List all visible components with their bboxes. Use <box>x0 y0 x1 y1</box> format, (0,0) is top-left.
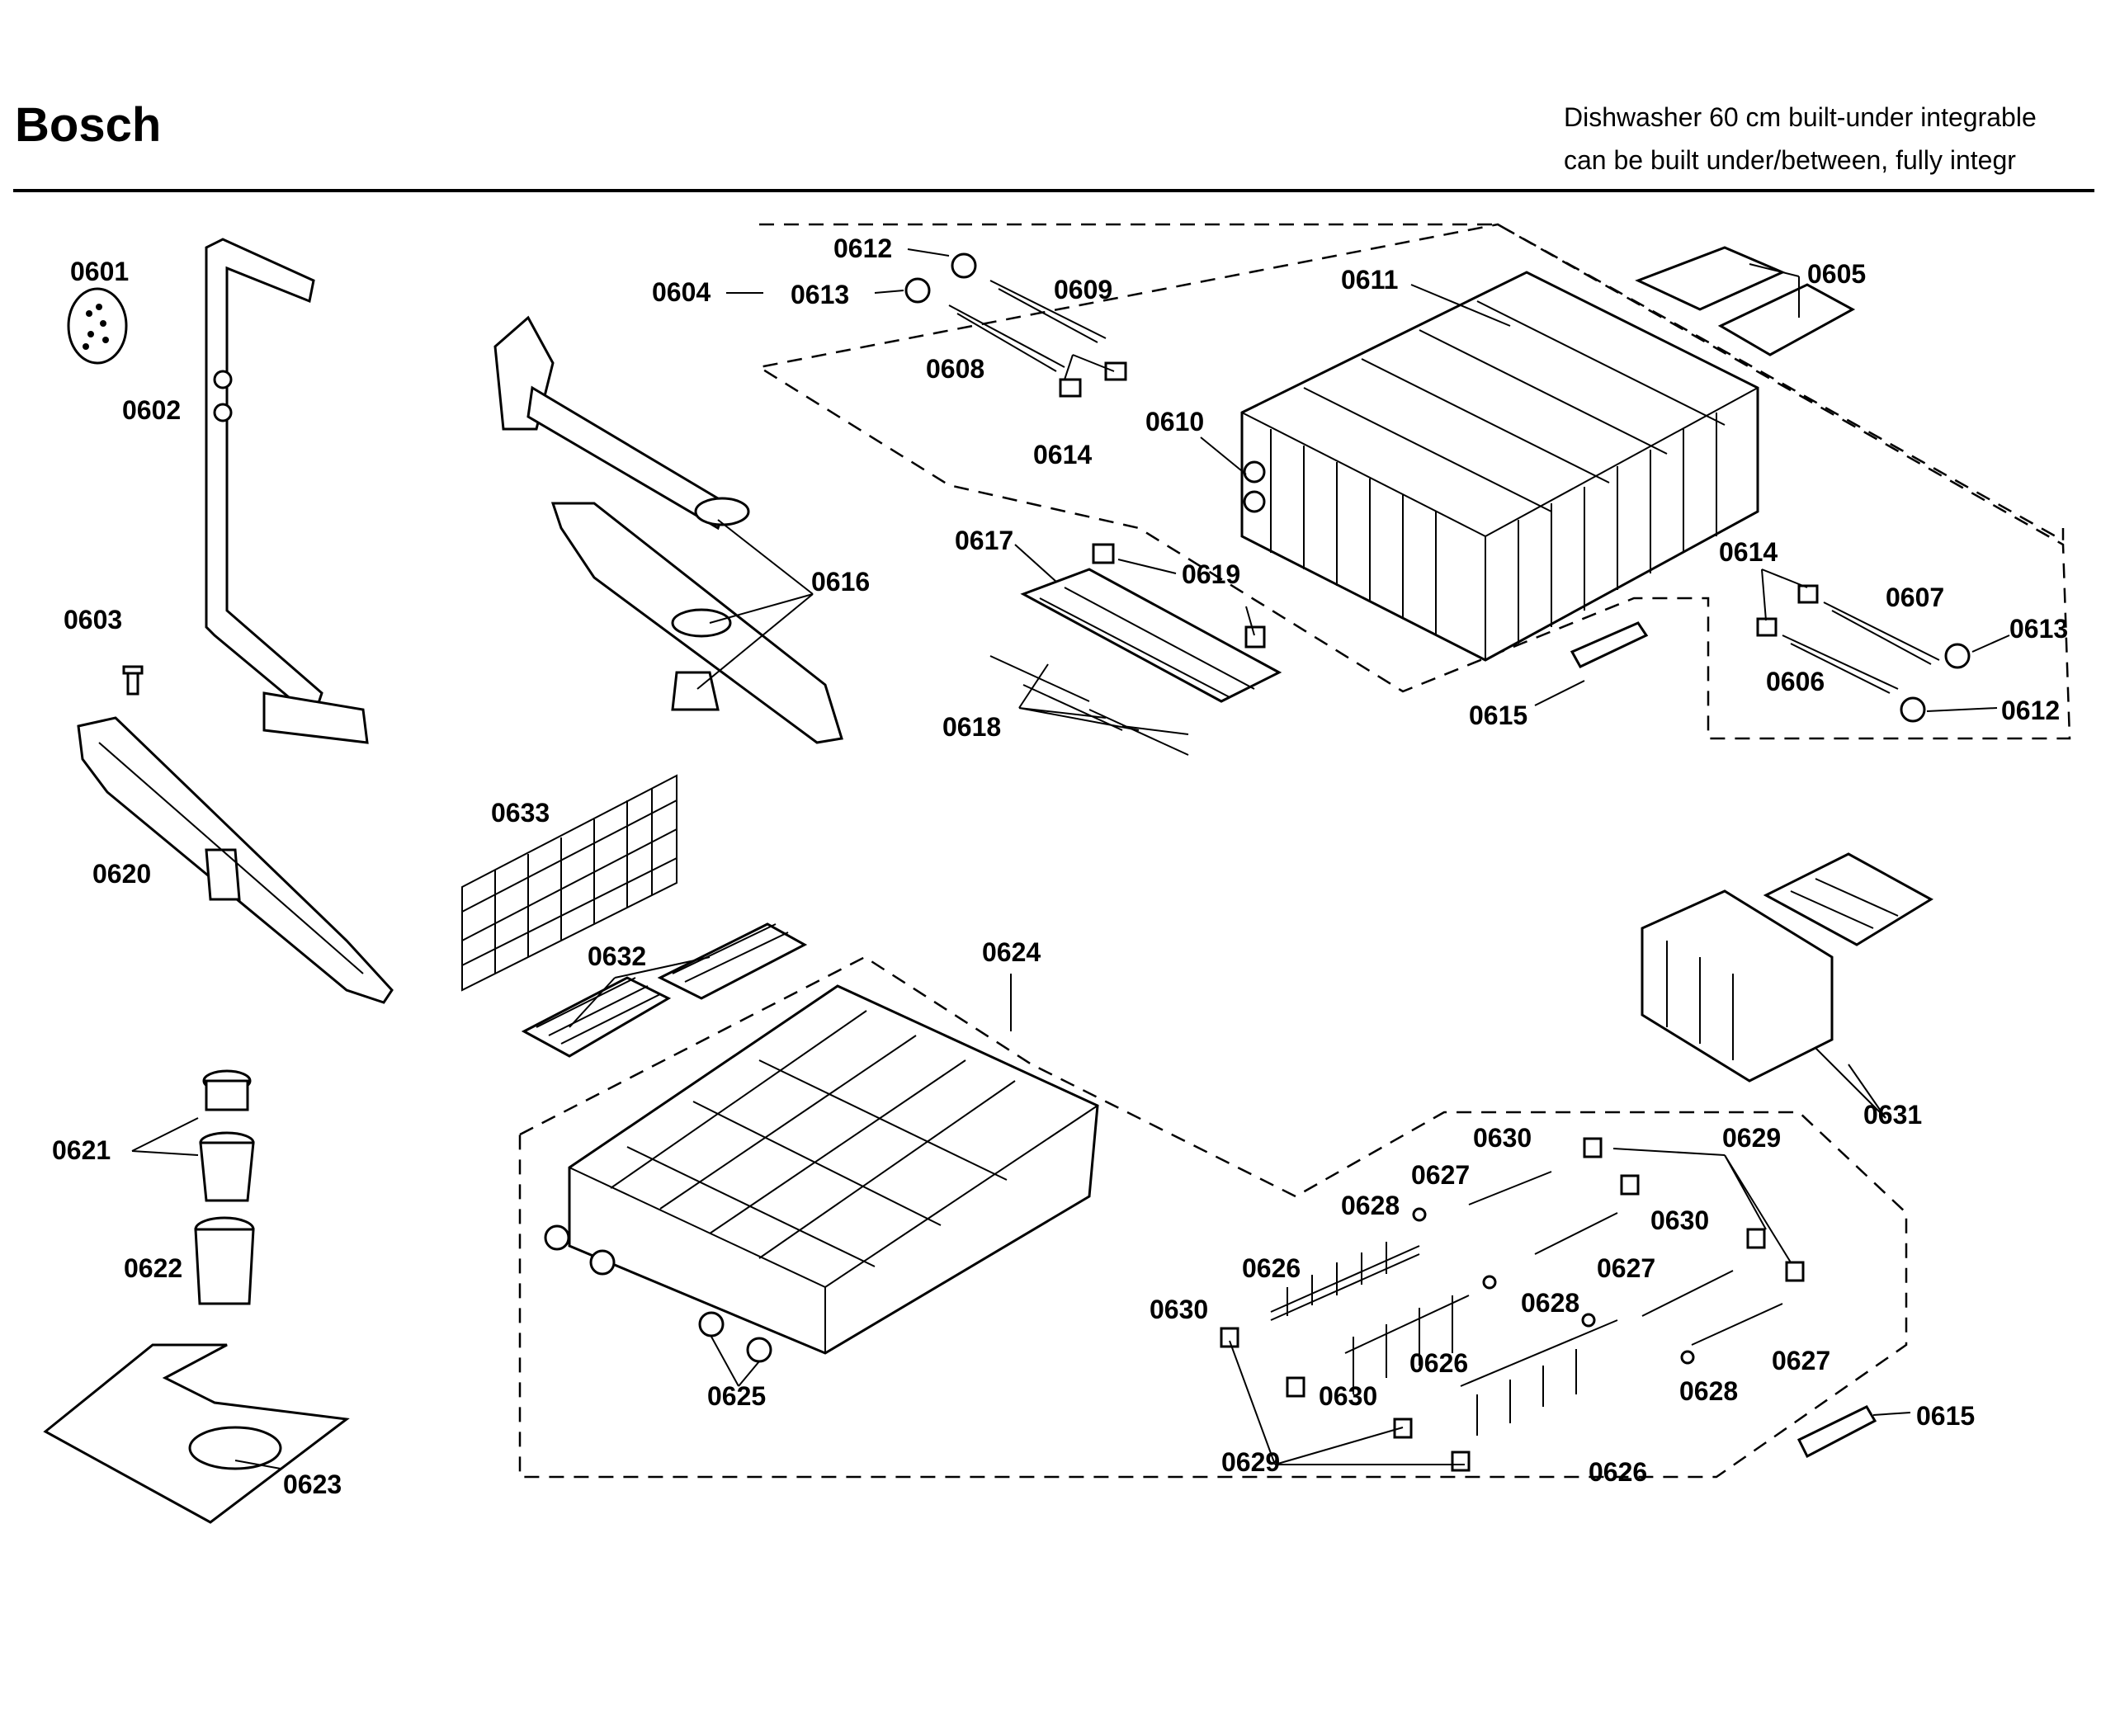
label-0603: 0603 <box>64 605 122 634</box>
part-0617-cup-shelf <box>989 543 1282 756</box>
part-0602-supply-pipe <box>205 238 369 744</box>
label-0630-b: 0630 <box>1650 1205 1709 1235</box>
lower-rack-assembly-outline <box>518 955 1908 1479</box>
part-labels: 0601 0602 0603 0604 0605 0606 0607 0608 … <box>52 234 2068 1499</box>
label-0627-b: 0627 <box>1597 1253 1655 1283</box>
label-0629-b: 0629 <box>1221 1447 1280 1477</box>
label-0615-upper: 0615 <box>1469 701 1527 730</box>
label-0622: 0622 <box>124 1253 182 1283</box>
part-0621-micro-filter <box>199 1069 255 1202</box>
part-0631-cutlery-basket <box>1641 852 1933 1083</box>
diagram-subtitle-line1: Dishwasher 60 cm built-under integrable <box>1564 102 2037 132</box>
label-0617: 0617 <box>955 526 1013 555</box>
part-0628-0629-0630-clips <box>1220 1137 1805 1472</box>
label-0621: 0621 <box>52 1135 111 1165</box>
label-0629-a: 0629 <box>1722 1123 1781 1153</box>
label-0606: 0606 <box>1766 667 1825 696</box>
part-0603-screw <box>122 665 144 696</box>
label-0614-left: 0614 <box>1033 440 1092 469</box>
part-0625-wheels <box>544 1224 772 1363</box>
label-0632: 0632 <box>588 941 646 971</box>
label-0613-top: 0613 <box>791 280 849 309</box>
part-0610-rollers <box>1243 460 1266 513</box>
header-divider <box>13 189 2094 192</box>
label-0609: 0609 <box>1054 275 1112 304</box>
label-0604: 0604 <box>652 277 711 307</box>
label-0601: 0601 <box>70 257 129 286</box>
label-0630-c: 0630 <box>1150 1295 1208 1324</box>
label-0610: 0610 <box>1145 407 1204 436</box>
part-0633-grid-insert <box>461 774 678 992</box>
label-0626-b: 0626 <box>1409 1348 1468 1378</box>
leader-lines <box>131 248 2010 1469</box>
part-0624-lower-basket <box>568 984 1099 1355</box>
label-0623: 0623 <box>283 1469 342 1499</box>
label-0607: 0607 <box>1886 583 1944 612</box>
part-0615-handle-upper <box>1570 621 1649 668</box>
label-0619: 0619 <box>1182 559 1240 589</box>
label-0627-c: 0627 <box>1772 1346 1830 1375</box>
label-0613-right: 0613 <box>2009 614 2068 644</box>
label-0633: 0633 <box>491 798 550 828</box>
part-0601-nozzle <box>67 287 128 365</box>
label-0616: 0616 <box>811 567 870 597</box>
label-0624: 0624 <box>982 937 1041 967</box>
label-0618: 0618 <box>942 712 1001 742</box>
label-0626-a: 0626 <box>1242 1253 1301 1283</box>
part-0622-fine-filter <box>194 1216 255 1305</box>
brand-title: Bosch <box>15 98 162 152</box>
label-0630-a: 0630 <box>1473 1123 1532 1153</box>
label-0628-c: 0628 <box>1679 1376 1738 1406</box>
diagram-subtitle-line2: can be built under/between, fully integr <box>1564 145 2016 175</box>
label-0625: 0625 <box>707 1381 766 1411</box>
label-0627-a: 0627 <box>1411 1160 1470 1190</box>
part-0611-upper-basket <box>1240 271 1759 662</box>
part-0632-tine-racks <box>521 922 808 1058</box>
upper-rack-assembly-outline <box>756 223 2071 740</box>
label-0620: 0620 <box>92 859 151 889</box>
part-0616-upper-spray-arm <box>493 315 843 744</box>
label-0602: 0602 <box>122 395 181 425</box>
label-0631: 0631 <box>1863 1100 1922 1130</box>
part-0626-0627-tine-rows <box>1270 1171 1783 1436</box>
label-0612-top: 0612 <box>833 234 892 263</box>
part-0623-flat-filter <box>43 1343 350 1524</box>
label-0628-a: 0628 <box>1341 1191 1400 1220</box>
label-0611: 0611 <box>1341 265 1398 295</box>
part-0612-0613-upper-rollers-left <box>904 252 1127 398</box>
label-0626-c: 0626 <box>1589 1457 1647 1487</box>
label-0628-b: 0628 <box>1521 1288 1579 1318</box>
part-0612-0613-upper-rollers-right <box>1756 584 1971 723</box>
label-0605: 0605 <box>1807 259 1866 289</box>
part-0620-lower-spray-arm <box>77 716 394 1004</box>
label-0608: 0608 <box>926 354 984 384</box>
label-0630-d: 0630 <box>1319 1381 1377 1411</box>
part-0615-handle-lower <box>1796 1405 1877 1459</box>
label-0615-lower: 0615 <box>1916 1401 1975 1431</box>
label-0614-right: 0614 <box>1719 537 1778 567</box>
label-0612-right: 0612 <box>2001 696 2060 725</box>
